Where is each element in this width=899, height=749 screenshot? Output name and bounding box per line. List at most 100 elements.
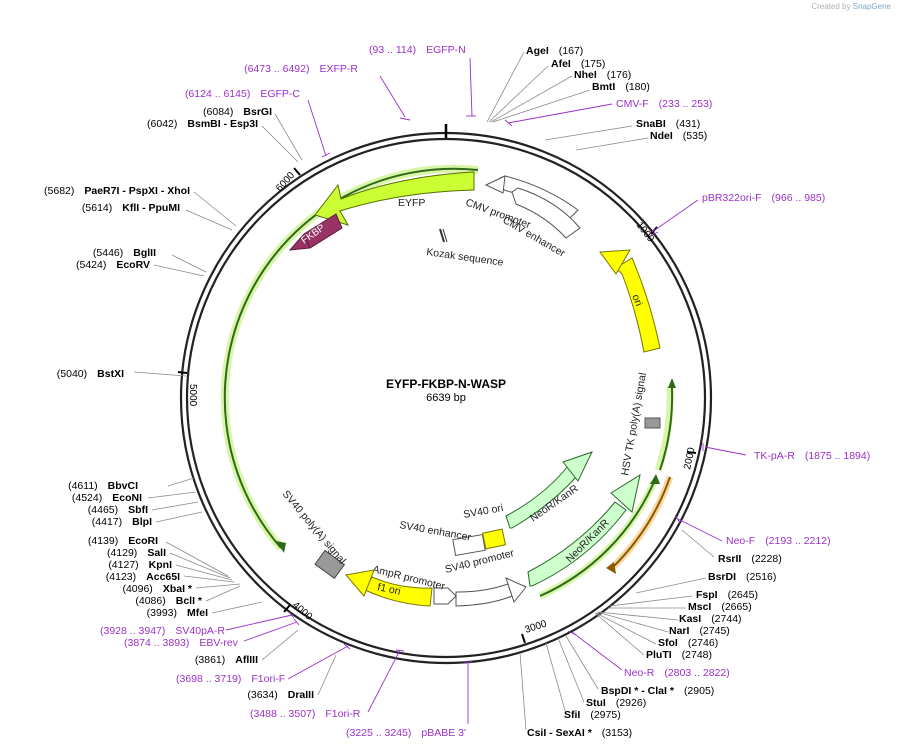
site-name: KflI - PpuMI: [122, 202, 180, 214]
enzyme-kasi: KasI(2744): [679, 613, 742, 625]
primer-cmv-f: CMV-F(233 .. 253): [616, 98, 712, 110]
site-position: (6042): [147, 118, 177, 130]
site-name: AgeI: [526, 45, 549, 57]
site-name: EcoNI: [112, 492, 142, 504]
site-position: (431): [676, 118, 701, 130]
feature-cmv-enhancer-arrow: [511, 187, 581, 239]
site-position: (2746): [688, 637, 718, 649]
site-name: StuI: [586, 697, 606, 709]
primer-f1ori-f: (3698 .. 3719)F1ori-F: [176, 673, 285, 685]
enzyme-bsrdi: BsrDI (2516): [708, 571, 776, 583]
kozak-mark: [439, 228, 445, 243]
site-name: PaeR7I - PspXI - XhoI: [84, 185, 190, 197]
site-position: (175): [581, 58, 606, 70]
primer-f1ori-r: (3488 .. 3507)F1ori-R: [250, 708, 361, 720]
tick-label-5000: 5000: [187, 384, 198, 407]
site-name: RsrII: [718, 553, 741, 565]
enzyme-afliii: (3861)AflIII: [195, 654, 258, 666]
enzyme-draiii: (3634)DraIII: [247, 689, 314, 701]
site-position: (3634): [247, 689, 277, 701]
enzyme-xbai: (4096)XbaI *: [122, 583, 192, 595]
site-position: (4524): [72, 492, 102, 504]
site-position: (5614): [82, 202, 112, 214]
site-position: (6473 .. 6492): [244, 63, 309, 75]
site-position: (2975): [590, 709, 620, 721]
enzyme-sfoi: SfoI (2746): [658, 637, 718, 649]
site-position: (966 .. 985): [772, 192, 826, 204]
eyfp-arc-highlight: [220, 164, 479, 551]
plasmid-name: EYFP-FKBP-N-WASP: [386, 377, 506, 391]
site-position: (3861): [195, 654, 225, 666]
enzyme-pluti: PluTI(2748): [646, 649, 712, 661]
feature-label-sv40-ori: SV40 ori: [462, 502, 504, 521]
site-name: SnaBI: [636, 118, 666, 130]
enzyme-sbfi: (4465)SbfI: [88, 504, 148, 516]
site-position: (3928 .. 3947): [100, 625, 165, 637]
site-position: (3225 .. 3245): [346, 727, 411, 739]
site-position: (4123): [106, 571, 136, 583]
site-position: (2803 .. 2822): [664, 667, 729, 679]
enzyme-ndei: NdeI(535): [650, 130, 707, 142]
site-name: F1ori-R: [325, 708, 360, 720]
hsv-arc: [659, 387, 674, 471]
enzyme-ecorv: (5424)EcoRV: [76, 259, 150, 271]
site-name: pBABE 3': [421, 727, 466, 739]
site-position: (2745): [699, 625, 729, 637]
feature-ampr-promoter-arrow: [433, 587, 457, 605]
credit-prefix: Created by: [811, 2, 851, 11]
site-name: EcoRV: [116, 259, 150, 271]
site-position: (5446): [93, 247, 123, 259]
ring-ticks: 1000 2000 3000 4000 5000 6000: [177, 167, 698, 644]
site-name: BstXI: [97, 368, 124, 380]
site-position: (2645): [728, 589, 758, 601]
site-name: SbfI: [128, 504, 148, 516]
site-name: TK-pA-R: [754, 450, 795, 462]
site-name: KasI: [679, 613, 701, 625]
feature-sv40-promoter-arrow: [455, 583, 513, 607]
enzyme-rsrii: RsrII(2228): [718, 553, 782, 565]
feature-ori-arrow: [615, 257, 661, 353]
enzyme-blpi: (4417)BlpI: [92, 516, 152, 528]
feature-label-sv40-polya: SV40 poly(A) signal: [280, 488, 348, 566]
site-position: (167): [559, 45, 584, 57]
site-name: BclI *: [176, 595, 203, 607]
enzyme-afei: AfeI (175): [551, 58, 605, 70]
feature-label-eyfp: EYFP: [398, 197, 425, 209]
site-position: (2516): [746, 571, 776, 583]
tick-label-3000: 3000: [524, 618, 549, 635]
site-position: (6124 .. 6145): [185, 88, 250, 100]
orange-arc: [611, 476, 671, 569]
enzyme-snabi: SnaBI (431): [636, 118, 700, 130]
primer-labels: (93 .. 114)EGFP-N (6473 .. 6492)EXFP-R (…: [100, 44, 870, 739]
site-name: SV40pA-R: [175, 625, 225, 637]
primer-exfp-r: (6473 .. 6492)EXFP-R: [244, 63, 358, 75]
primer-neo-r: Neo-R(2803 .. 2822): [624, 667, 730, 679]
primer-egfp-c: (6124 .. 6145)EGFP-C: [185, 88, 300, 100]
feature-label-f1ori: f1 ori: [376, 581, 401, 598]
site-name: BsrDI: [708, 571, 736, 583]
enzyme-fspi: FspI(2645): [696, 589, 758, 601]
site-name: BspDI * - ClaI *: [601, 685, 675, 697]
site-position: (6084): [203, 106, 233, 118]
site-position: (4096): [122, 583, 152, 595]
site-name: BsmBI - Esp3I: [187, 118, 258, 130]
tick-label-2000: 2000: [682, 446, 697, 470]
feature-label-sv40-enhancer: SV40 enhancer: [398, 519, 472, 543]
site-position: (4086): [135, 595, 165, 607]
enzyme-leaders: [486, 51, 715, 731]
site-position: (3153): [602, 727, 632, 739]
primer-egfp-n: (93 .. 114)EGFP-N: [369, 44, 466, 56]
credit-brand: SnapGene: [852, 2, 891, 11]
enzyme-bsrgi: (6084)BsrGI: [203, 106, 272, 118]
enzyme-stui: StuI (2926): [586, 697, 646, 709]
site-name: SfoI: [658, 637, 678, 649]
enzyme-acc65i: (4123)Acc65I: [106, 571, 180, 583]
site-name: KpnI: [149, 559, 172, 571]
site-position: (2926): [616, 697, 646, 709]
enzyme-bspdi-clai: BspDI * - ClaI *(2905): [601, 685, 714, 697]
feature-cmv-promoter-head: [484, 175, 506, 194]
primer-neo-f: Neo-F(2193 .. 2212): [726, 535, 831, 547]
site-name: AfeI: [551, 58, 571, 70]
feature-label-ori: ori: [629, 293, 644, 308]
feature-sv40-enhancer-box: [452, 533, 486, 557]
